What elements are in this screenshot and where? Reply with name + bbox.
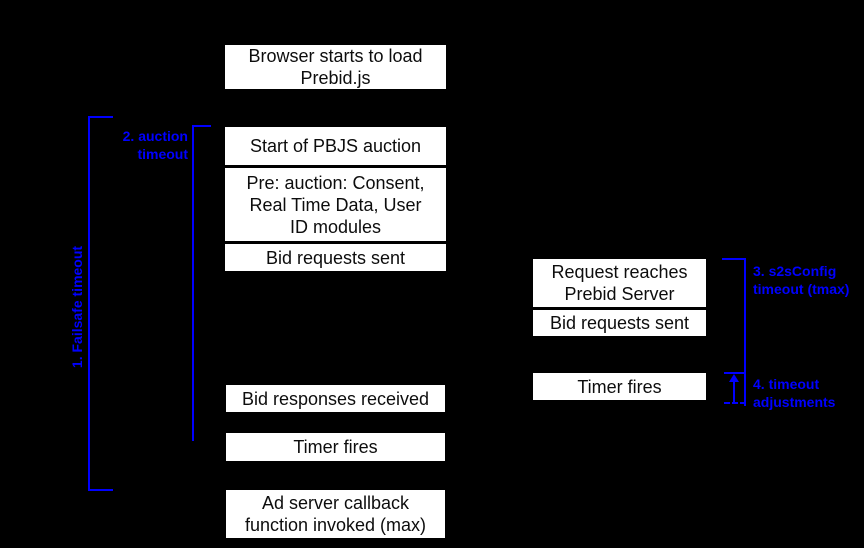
box-server-bid-requests-sent: Bid requests sent (533, 307, 706, 336)
box-pre-auction-modules: Pre: auction: Consent, Real Time Data, U… (225, 165, 446, 241)
box-request-reaches-prebid-server: Request reaches Prebid Server (533, 259, 706, 307)
failsafe-bracket-top-tick (88, 116, 113, 118)
box-timer-fires-client: Timer fires (226, 433, 445, 461)
auction-bracket-line (192, 125, 194, 441)
s2s-bracket-top-tick (722, 258, 746, 260)
s2s-bracket-mid-tick (724, 372, 746, 374)
failsafe-bracket-line (88, 116, 90, 491)
timeout-adjustments-label: 4. timeout adjustments (753, 376, 836, 410)
box-browser-load: Browser starts to load Prebid.js (225, 45, 446, 89)
s2s-bracket-line (744, 258, 746, 406)
s2s-timeout-label: 3. s2sConfig timeout (tmax) (753, 263, 850, 297)
auction-bracket-top-tick (192, 125, 211, 127)
up-arrow-icon (733, 382, 735, 402)
adjustment-dashed-tick (724, 402, 746, 404)
prebid-server-box-group: Request reaches Prebid Server Bid reques… (533, 259, 706, 336)
box-bid-requests-sent: Bid requests sent (225, 241, 446, 271)
failsafe-timeout-label: 1. Failsafe timeout (69, 245, 85, 369)
up-arrow-head-icon (729, 374, 739, 382)
box-timer-fires-server: Timer fires (533, 373, 706, 400)
failsafe-bracket-bottom-tick (88, 489, 113, 491)
box-bid-responses-received: Bid responses received (226, 385, 445, 412)
auction-box-group: Start of PBJS auction Pre: auction: Cons… (225, 127, 446, 271)
box-start-of-auction: Start of PBJS auction (225, 127, 446, 165)
box-ad-server-callback: Ad server callback function invoked (max… (226, 490, 445, 538)
auction-timeout-label: 2. auction timeout (122, 128, 188, 162)
